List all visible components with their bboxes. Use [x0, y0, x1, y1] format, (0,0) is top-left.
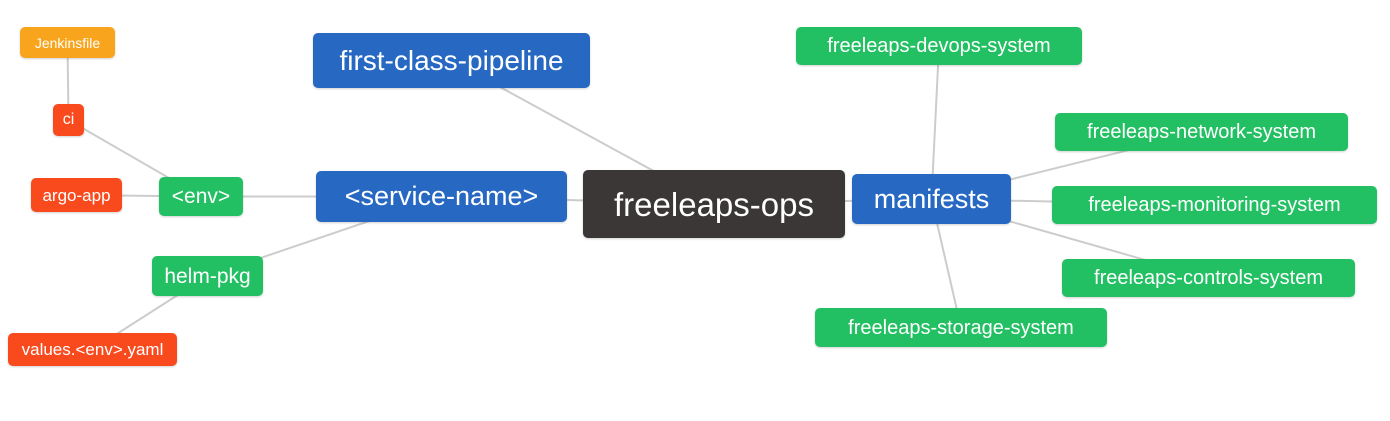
node-values-env-yaml[interactable]: values.<env>.yaml	[8, 333, 177, 366]
node-label: ci	[62, 111, 75, 128]
node-env[interactable]: <env>	[159, 177, 243, 216]
node-label: helm-pkg	[164, 264, 251, 288]
node-label: freeleaps-monitoring-system	[1088, 194, 1341, 216]
node-manifests[interactable]: manifests	[852, 174, 1011, 224]
node-helm-pkg[interactable]: helm-pkg	[152, 256, 263, 296]
node-label: freeleaps-devops-system	[827, 35, 1051, 57]
node-service-name[interactable]: <service-name>	[316, 171, 567, 222]
node-network-system[interactable]: freeleaps-network-system	[1055, 113, 1348, 151]
node-argo-app[interactable]: argo-app	[31, 178, 122, 212]
node-first-class-pipeline[interactable]: first-class-pipeline	[313, 33, 590, 88]
node-label: <env>	[171, 185, 231, 208]
node-label: <service-name>	[344, 181, 539, 211]
node-label: freeleaps-controls-system	[1094, 267, 1323, 289]
node-label: first-class-pipeline	[339, 44, 564, 76]
node-storage-system[interactable]: freeleaps-storage-system	[815, 308, 1107, 347]
node-label: argo-app	[42, 185, 111, 205]
node-label: freeleaps-storage-system	[848, 316, 1074, 339]
node-label: Jenkinsfile	[34, 34, 101, 51]
node-label: values.<env>.yaml	[21, 340, 164, 359]
node-label: freeleaps-network-system	[1087, 121, 1316, 143]
node-freeleaps-ops[interactable]: freeleaps-ops	[583, 170, 845, 238]
node-label: freeleaps-ops	[614, 185, 814, 223]
node-ci[interactable]: ci	[53, 104, 84, 136]
node-monitoring-system[interactable]: freeleaps-monitoring-system	[1052, 186, 1377, 224]
node-jenkinsfile[interactable]: Jenkinsfile	[20, 27, 115, 58]
node-controls-system[interactable]: freeleaps-controls-system	[1062, 259, 1355, 297]
node-label: manifests	[873, 183, 990, 214]
node-devops-system[interactable]: freeleaps-devops-system	[796, 27, 1082, 65]
edge-manifests-devops-system	[930, 45, 940, 200]
